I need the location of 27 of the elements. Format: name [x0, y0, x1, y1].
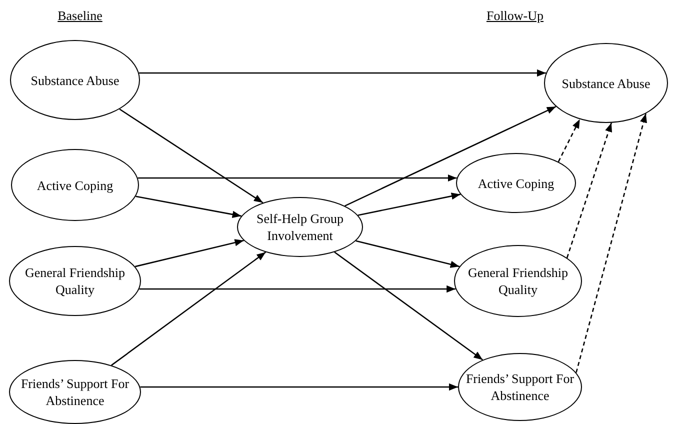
- arrow: [566, 122, 612, 258]
- node-label: Active Coping: [36, 176, 114, 194]
- arrow: [139, 69, 546, 77]
- arrow: [558, 118, 580, 162]
- arrow: [139, 285, 456, 293]
- arrow: [334, 252, 484, 360]
- arrow: [136, 196, 242, 218]
- arrow: [344, 106, 556, 206]
- node-label: Self-Help Group Involvement: [255, 210, 344, 244]
- arrow: [356, 240, 460, 268]
- arrow: [134, 239, 244, 268]
- node-label: General Friendship Quality: [466, 264, 569, 298]
- arrow: [138, 174, 457, 182]
- arrow: [358, 192, 461, 216]
- arrow: [119, 108, 264, 204]
- arrow: [140, 383, 458, 391]
- node-label: Substance Abuse: [562, 74, 650, 92]
- column-heading: Baseline: [58, 8, 102, 24]
- column-heading: Follow-Up: [486, 8, 544, 24]
- node-label: Active Coping: [478, 174, 554, 192]
- arrow: [111, 252, 266, 366]
- node-label: Friends’ Support For Abstinence: [464, 370, 576, 404]
- arrow: [576, 113, 647, 373]
- node-label: Friends’ Support For Abstinence: [20, 375, 130, 409]
- node-label: Substance Abuse: [30, 72, 120, 88]
- node-label: General Friendship Quality: [24, 264, 126, 298]
- ellipse-node: [237, 197, 363, 257]
